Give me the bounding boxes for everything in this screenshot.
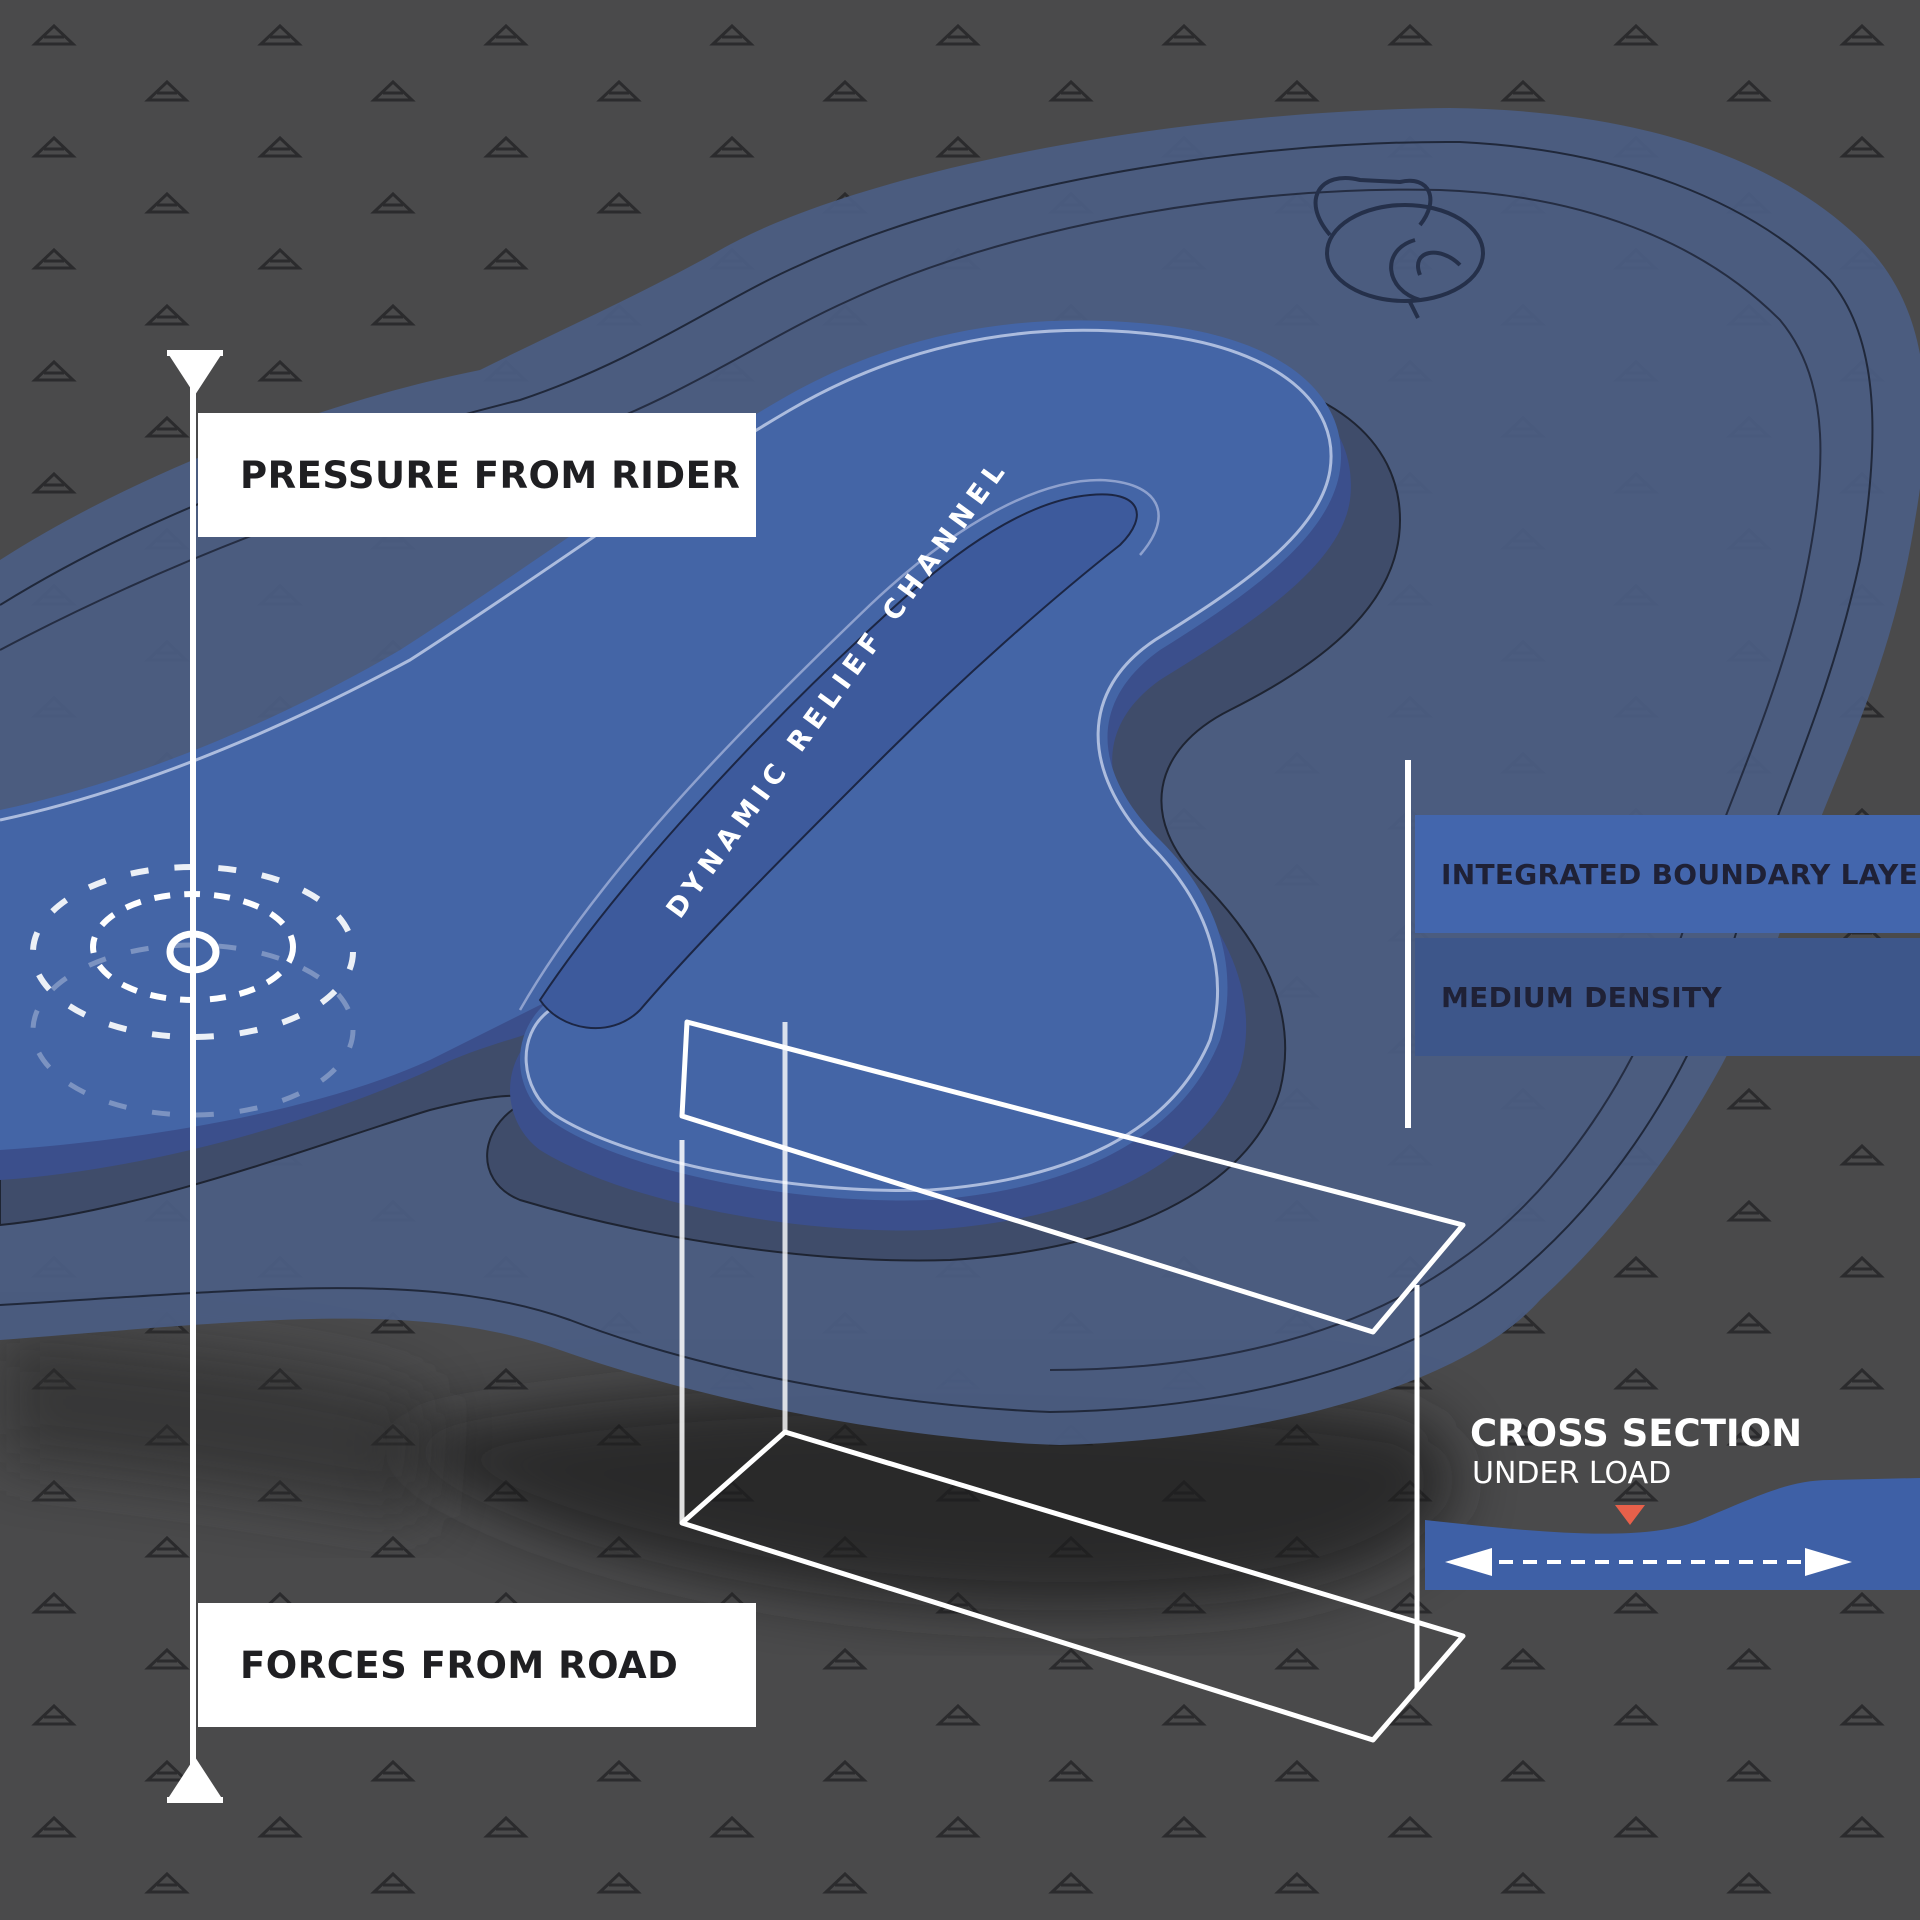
pad-outer-contour-1: [0, 140, 1874, 1414]
density-band: MEDIUM DENSITY: [1415, 938, 1920, 1056]
pressure-label-box: PRESSURE FROM RIDER: [198, 413, 756, 537]
cross-section-box: [679, 1019, 1466, 1743]
top-arrow-icon: [167, 352, 223, 395]
forces-label-box: FORCES FROM ROAD: [198, 1603, 756, 1727]
load-marker-icon: [1615, 1505, 1645, 1525]
boundary-layer-band: INTEGRATED BOUNDARY LAYER: [1415, 815, 1920, 933]
cross-section-title: CROSS SECTION: [1470, 1412, 1803, 1455]
bottom-arrow-icon: [167, 1757, 223, 1800]
layer-callout-line: [1405, 760, 1411, 1128]
forces-label: FORCES FROM ROAD: [240, 1643, 679, 1687]
pad-inner-highlight: [0, 328, 1333, 1192]
cross-section-subtitle: UNDER LOAD: [1472, 1456, 1672, 1491]
double-arrow-icon: [1445, 1548, 1852, 1576]
boundary-layer-label: INTEGRATED BOUNDARY LAYER: [1441, 857, 1920, 891]
force-axis: [167, 350, 223, 1803]
relief-channel-rim: [518, 478, 1160, 1011]
density-label: MEDIUM DENSITY: [1441, 980, 1722, 1014]
pressure-label: PRESSURE FROM RIDER: [240, 453, 741, 497]
brand-logo-icon: [1313, 176, 1485, 319]
relief-channel: [538, 493, 1138, 1030]
pad-shadow-left: [0, 1330, 430, 1520]
